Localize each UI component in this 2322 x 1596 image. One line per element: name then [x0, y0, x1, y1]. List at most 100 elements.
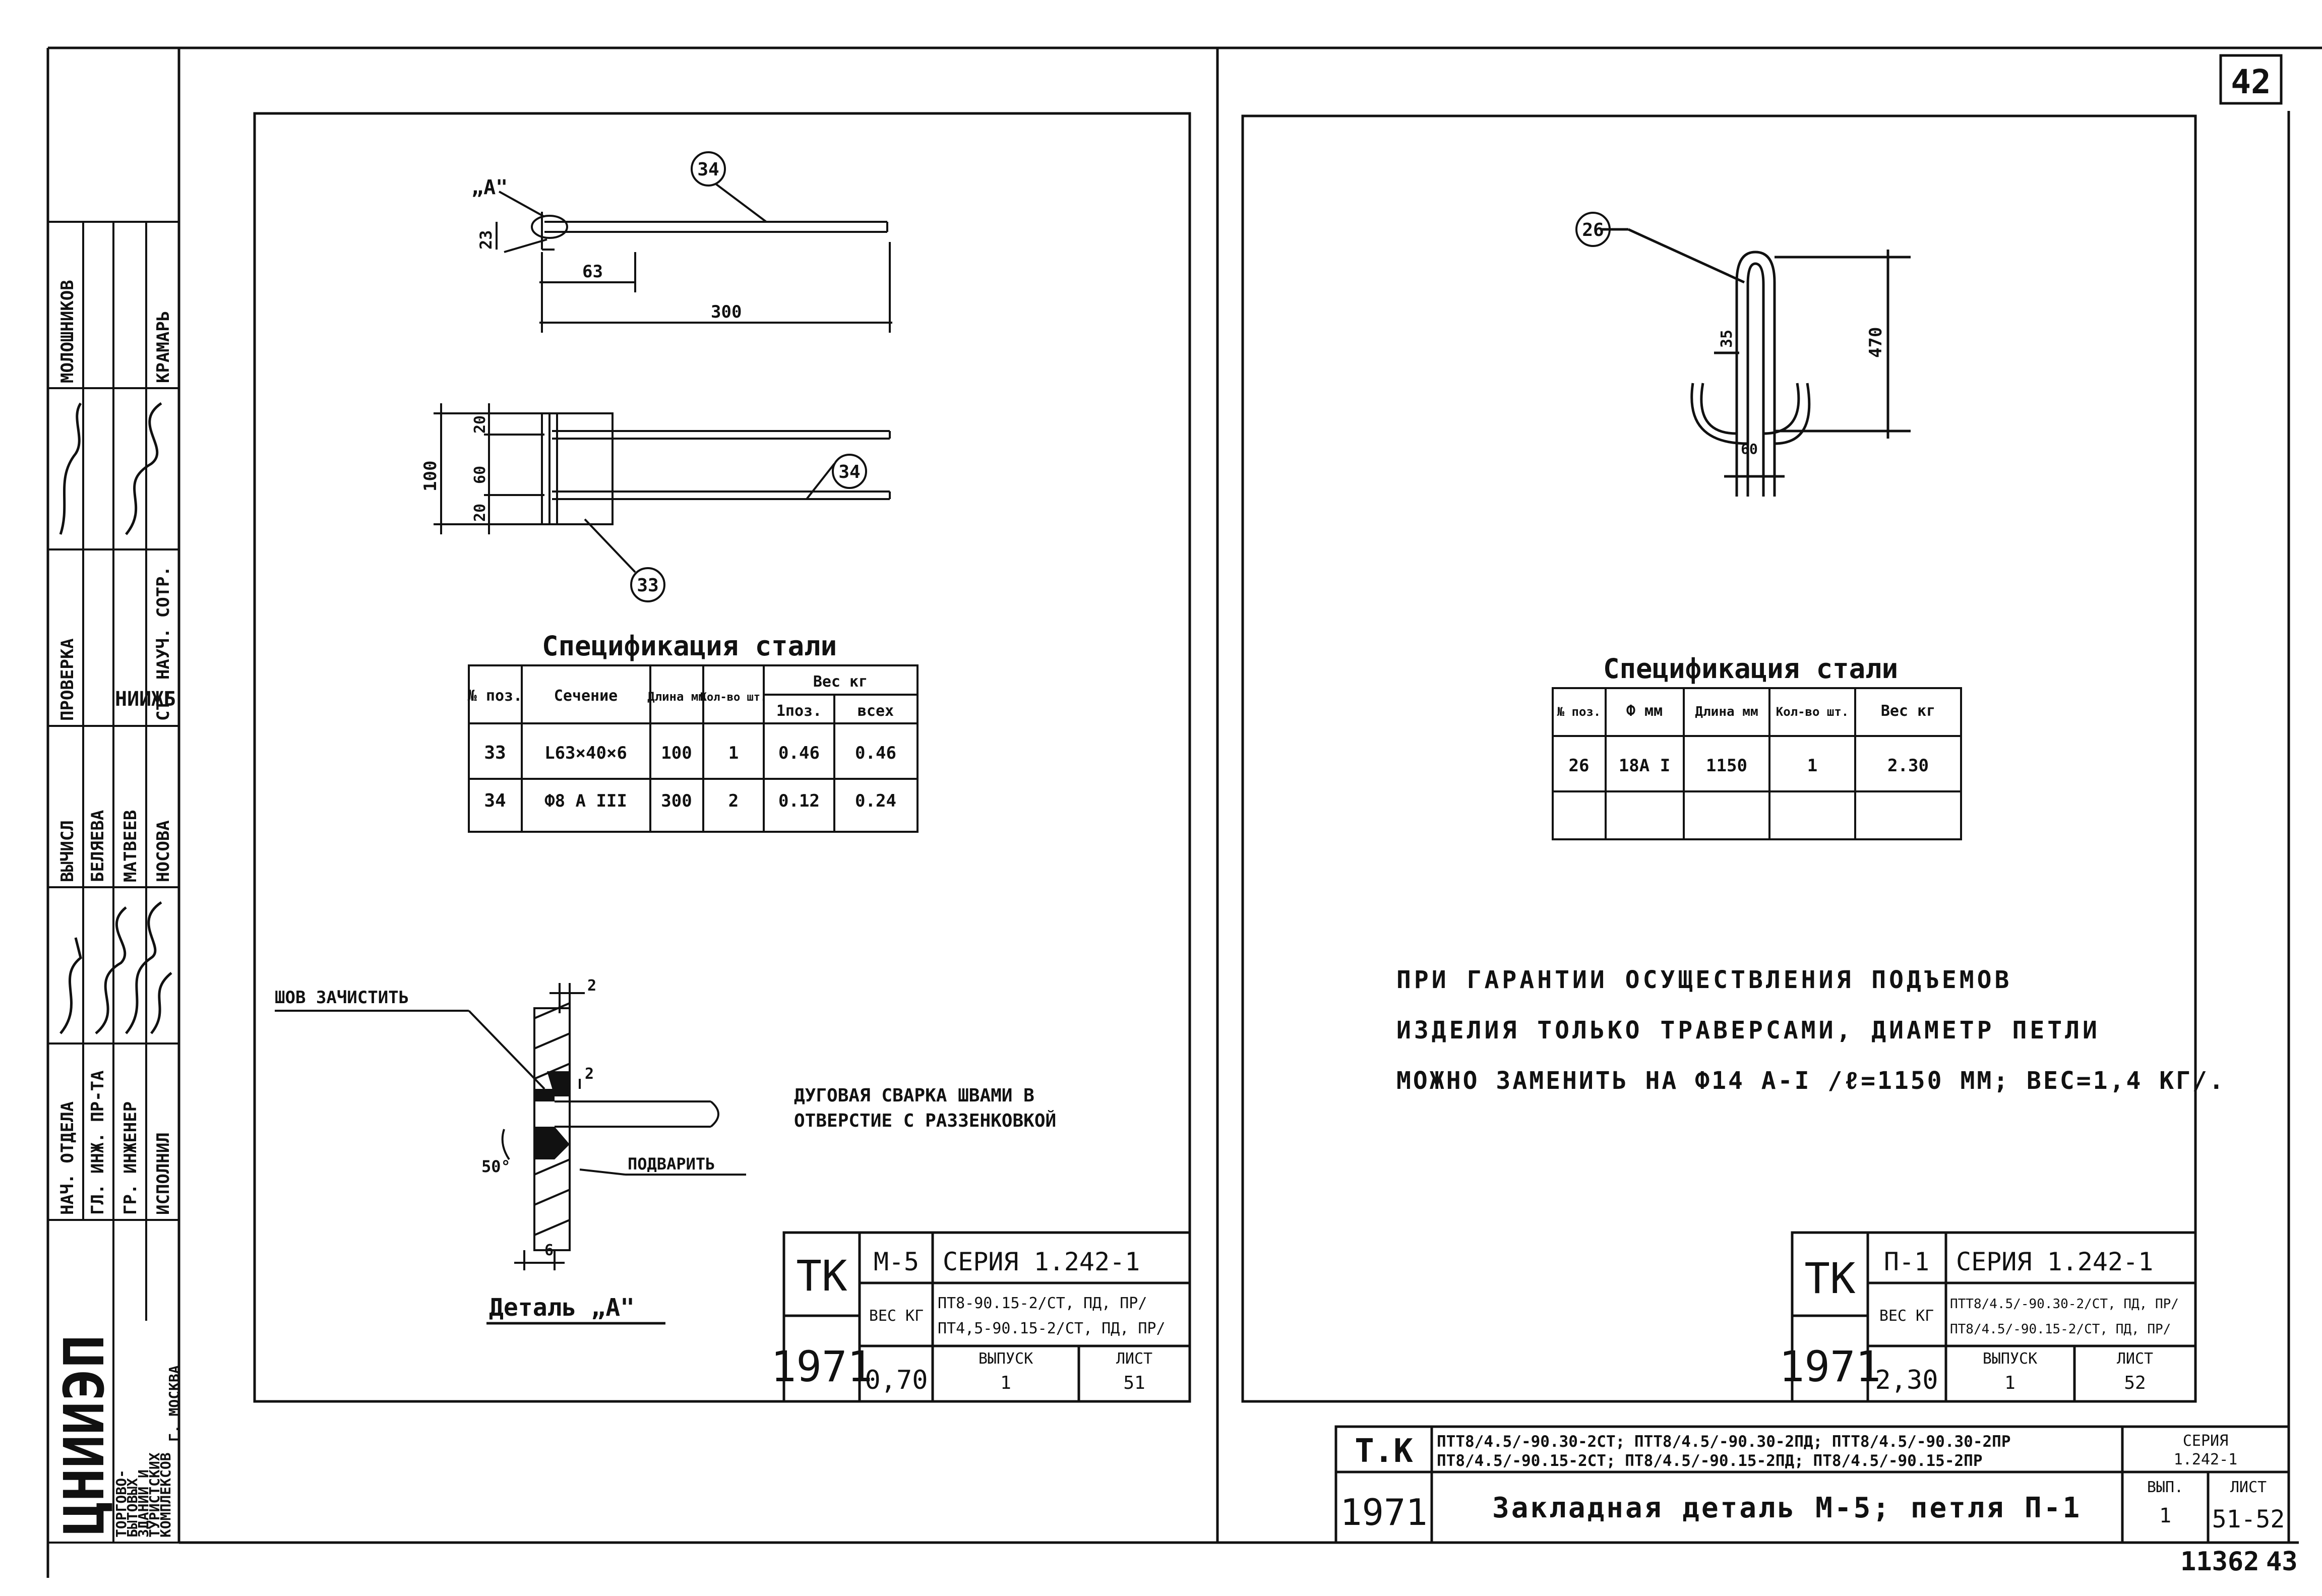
left-spec-r1-pos: 33	[484, 743, 506, 763]
left-tb-tk: ТК	[796, 1251, 847, 1301]
pos-34-side: 34	[838, 462, 860, 482]
main-tb-usage-2: ПТ8/4.5/-90.15-2СТ; ПТ8/4.5/-90.15-2ПД; …	[1437, 1452, 1983, 1470]
right-note-2: ИЗДЕЛИЯ ТОЛЬКО ТРАВЕРСАМИ, ДИАМЕТР ПЕТЛИ	[1396, 1016, 2100, 1045]
left-spec-r2-w1: 0.12	[778, 791, 820, 811]
pos-26: 26	[1582, 220, 1604, 240]
right-tb-tk: ТК	[1804, 1254, 1856, 1303]
dim-63: 63	[582, 262, 603, 282]
stamp-name-1: БЕЛЯЕВА	[88, 810, 108, 882]
left-spec-h-w1: 1поз.	[776, 702, 822, 720]
left-tb-issue-label: ВЫПУСК	[979, 1350, 1033, 1368]
plate-rods-view	[434, 403, 891, 534]
main-tb-series: 1.242-1	[2174, 1451, 2237, 1468]
right-spec-title: Спецификация стали	[1603, 653, 1898, 685]
left-spec-r2-qty: 2	[728, 791, 739, 811]
stamp-role-4: ИСПОЛНИЛ	[153, 1132, 173, 1215]
right-spec-h-length: Длина мм	[1695, 704, 1758, 719]
left-tb-sheet: 51	[1123, 1373, 1145, 1393]
stamp-check-label: ПРОВЕРКА	[57, 638, 78, 721]
sheet-number-box	[2219, 54, 2283, 105]
right-spec-r1-weight: 2.30	[1887, 756, 1929, 776]
stamp-senior-label: СТ. НАУЧ. СОТР.	[153, 566, 173, 721]
right-tb-year: 1971	[1779, 1342, 1881, 1391]
right-tb-sheet-label: ЛИСТ	[2117, 1350, 2153, 1368]
left-spec-r1-w1: 0.46	[778, 743, 820, 763]
main-tb-issue: 1	[2159, 1504, 2171, 1527]
weld-note-1: ДУГОВАЯ СВАРКА ШВАМИ В	[794, 1085, 1034, 1106]
left-tb-usage-2: ПТ4,5-90.15-2/СТ, ПД, ПР/	[938, 1320, 1166, 1337]
dim-60-right: 60	[1741, 441, 1758, 457]
right-spec-h-qty: Кол-во шт.	[1776, 705, 1849, 719]
main-tb-tk: Т.К	[1355, 1433, 1413, 1470]
weld-dim-2b: 2	[585, 1065, 594, 1083]
weld-fill-label: ПОДВАРИТЬ	[628, 1154, 715, 1174]
left-tb-weight: 0,70	[865, 1365, 928, 1395]
main-tb-title: Закладная деталь М-5; петля П-1	[1492, 1492, 2082, 1524]
main-titleblock	[1334, 1425, 2290, 1544]
bottom-right-number: 43	[2266, 1547, 2298, 1577]
dim-100: 100	[420, 461, 441, 492]
right-spec-h-dia: Ф мм	[1626, 702, 1663, 720]
weld-note-2: ОТВЕРСТИЕ С РАЗЗЕНКОВКОЙ	[794, 1110, 1056, 1131]
dim-23: 23	[476, 230, 496, 250]
loop-drawing	[1601, 228, 1911, 497]
right-titleblock	[1791, 1231, 2197, 1403]
right-note-3: МОЖНО ЗАМЕНИТЬ НА Ф14 А-I /ℓ=1150 ММ; ВЕ…	[1396, 1067, 2226, 1095]
weld-angle: 50°	[481, 1157, 511, 1176]
org-line-5: КОМПЛЕКСОВ	[157, 1452, 174, 1538]
detail-title: Деталь „А"	[489, 1294, 635, 1322]
left-spec-r1-wall: 0.46	[855, 743, 896, 763]
weld-dim-2a: 2	[587, 977, 596, 995]
right-tb-sheet: 52	[2124, 1373, 2146, 1393]
pos-33: 33	[637, 575, 658, 596]
right-panel-frame	[1241, 114, 2197, 1403]
dim-300: 300	[711, 302, 742, 322]
dim-35: 35	[1718, 330, 1736, 348]
bottom-number: 11362	[2180, 1547, 2259, 1577]
signatures	[59, 402, 172, 1034]
left-tb-year: 1971	[771, 1342, 873, 1391]
callout-34-side: 34	[806, 454, 867, 500]
angle-top-view	[496, 191, 892, 333]
weld-clean-label: ШОВ ЗАЧИСТИТЬ	[275, 988, 409, 1008]
right-spec-r1-pos: 26	[1569, 756, 1590, 776]
stamp-name-3: НОСОВА	[153, 820, 173, 882]
left-panel-frame	[253, 112, 1191, 1403]
right-tb-weight-label: ВЕС КГ	[1879, 1307, 1934, 1325]
right-spec-h-pos: № поз.	[1557, 705, 1601, 719]
dim-470: 470	[1866, 327, 1886, 358]
left-spec-table	[468, 664, 919, 833]
left-spec-h-weight: Вес кг	[813, 673, 868, 691]
dim-20-left: 20	[471, 504, 489, 522]
stamp-name-top-1: МОЛОШНИКОВ	[57, 280, 78, 383]
main-tb-year: 1971	[1340, 1491, 1427, 1533]
stamp-check-value: НИИЖБ	[115, 688, 175, 711]
stamp-role-3: ГР. ИНЖЕНЕР	[120, 1101, 141, 1215]
right-tb-weight: 2,30	[1875, 1365, 1938, 1395]
sheet-frame	[46, 46, 2322, 1578]
stamp-role-2: ГЛ. ИНЖ. ПР-ТА	[88, 1070, 108, 1215]
stamp-name-2: МАТВЕЕВ	[120, 810, 141, 882]
callout-a: „А"	[471, 176, 508, 199]
left-spec-r1-section: L63×40×6	[544, 743, 627, 763]
dim-20-top: 20	[471, 415, 489, 434]
left-spec-h-qty: Кол-во шт.	[700, 691, 767, 704]
left-tb-sheet-label: ЛИСТ	[1116, 1350, 1152, 1368]
left-spec-r1-qty: 1	[728, 743, 739, 763]
right-tb-mark: П-1	[1884, 1247, 1929, 1276]
stamp-names-label: ВЫЧИСЛ	[57, 820, 78, 882]
pos-34-top: 34	[697, 159, 719, 180]
right-spec-r1-dia: 18А I	[1619, 756, 1670, 776]
left-tb-weight-label: ВЕС КГ	[869, 1307, 924, 1325]
left-tb-usage-1: ПТ8-90.15-2/СТ, ПД, ПР/	[938, 1295, 1147, 1312]
right-tb-series: СЕРИЯ 1.242-1	[1956, 1247, 2153, 1276]
right-tb-usage-2: ПТ8/4.5/-90.15-2/СТ, ПД, ПР/	[1950, 1322, 2171, 1337]
stamp-role-1: НАЧ. ОТДЕЛА	[57, 1101, 78, 1215]
left-spec-h-pos: № поз.	[468, 687, 522, 705]
dim-60: 60	[471, 466, 489, 484]
right-spec-table	[1552, 687, 1962, 840]
left-spec-r2-length: 300	[661, 791, 692, 811]
callout-26: 26	[1575, 212, 1611, 247]
org-line-2: БЫТОВЫХ	[124, 1478, 141, 1538]
